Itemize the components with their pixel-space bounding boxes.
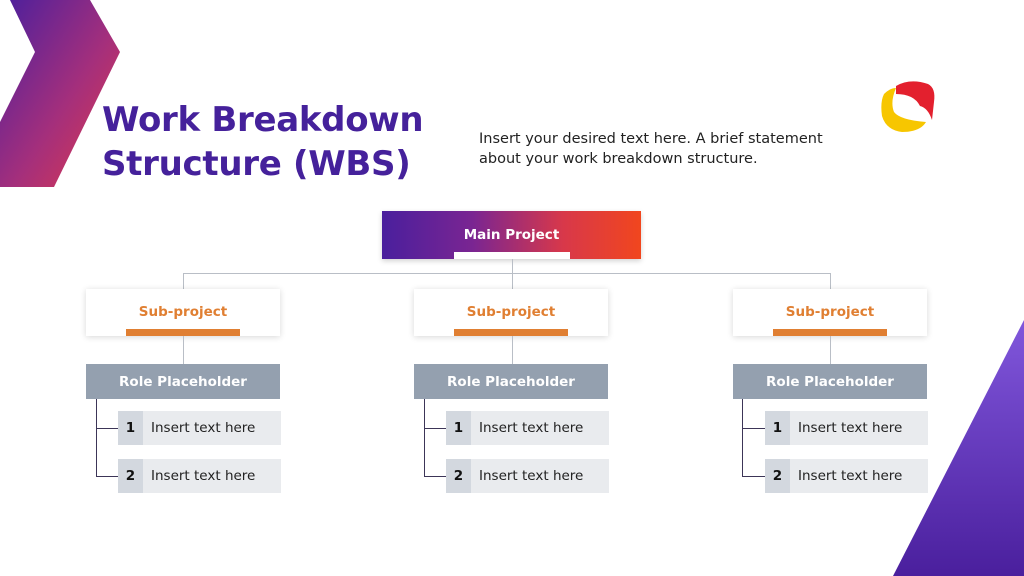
list-item[interactable]: 1 Insert text here bbox=[446, 411, 609, 445]
connector-items-vertical bbox=[742, 399, 743, 476]
triangle-decoration-icon bbox=[893, 320, 1024, 576]
subproject-box[interactable]: Sub-project bbox=[414, 289, 608, 336]
connector-items-vertical bbox=[96, 399, 97, 476]
role-box[interactable]: Role Placeholder bbox=[86, 364, 280, 399]
connector-left-drop bbox=[183, 273, 184, 289]
item-text: Insert text here bbox=[151, 468, 256, 484]
item-number: 1 bbox=[118, 411, 143, 445]
subproject-accent-bar bbox=[773, 329, 887, 336]
subproject-accent-bar bbox=[126, 329, 240, 336]
item-number: 1 bbox=[765, 411, 790, 445]
list-item[interactable]: 2 Insert text here bbox=[446, 459, 609, 493]
item-text: Insert text here bbox=[151, 420, 256, 436]
list-item[interactable]: 2 Insert text here bbox=[765, 459, 928, 493]
main-project-label: Main Project bbox=[463, 227, 560, 243]
connector-horizontal bbox=[183, 273, 831, 274]
connector-sub-role bbox=[830, 336, 831, 364]
list-item[interactable]: 1 Insert text here bbox=[118, 411, 281, 445]
connector-items-vertical bbox=[424, 399, 425, 476]
logo-icon bbox=[881, 81, 935, 132]
main-project-accent-bar bbox=[454, 252, 570, 259]
item-text: Insert text here bbox=[798, 468, 903, 484]
subproject-label: Sub-project bbox=[138, 304, 228, 320]
connector-item-2 bbox=[742, 476, 765, 477]
role-label: Role Placeholder bbox=[447, 373, 575, 390]
connector-item-1 bbox=[742, 428, 765, 429]
role-box[interactable]: Role Placeholder bbox=[414, 364, 608, 399]
item-number: 2 bbox=[118, 459, 143, 493]
subproject-label: Sub-project bbox=[785, 304, 875, 320]
role-label: Role Placeholder bbox=[119, 373, 247, 390]
subproject-label: Sub-project bbox=[466, 304, 556, 320]
connector-item-2 bbox=[96, 476, 118, 477]
list-item[interactable]: 2 Insert text here bbox=[118, 459, 281, 493]
connector-item-2 bbox=[424, 476, 446, 477]
main-project-box[interactable]: Main Project bbox=[382, 211, 641, 259]
role-label: Role Placeholder bbox=[766, 373, 894, 390]
item-text: Insert text here bbox=[798, 420, 903, 436]
item-number: 2 bbox=[446, 459, 471, 493]
chevron-decoration-icon bbox=[0, 0, 120, 187]
item-text: Insert text here bbox=[479, 468, 584, 484]
subproject-accent-bar bbox=[454, 329, 568, 336]
item-number: 2 bbox=[765, 459, 790, 493]
subproject-box[interactable]: Sub-project bbox=[86, 289, 280, 336]
connector-item-1 bbox=[424, 428, 446, 429]
slide-description: Insert your desired text here. A brief s… bbox=[479, 131, 823, 167]
list-item[interactable]: 1 Insert text here bbox=[765, 411, 928, 445]
connector-right-drop bbox=[830, 273, 831, 289]
connector-sub-role bbox=[512, 336, 513, 364]
subproject-box[interactable]: Sub-project bbox=[733, 289, 927, 336]
connector-main-vertical bbox=[512, 259, 513, 289]
item-text: Insert text here bbox=[479, 420, 584, 436]
item-number: 1 bbox=[446, 411, 471, 445]
connector-sub-role bbox=[183, 336, 184, 364]
slide-title: Work Breakdown Structure (WBS) bbox=[102, 100, 424, 184]
role-box[interactable]: Role Placeholder bbox=[733, 364, 927, 399]
connector-item-1 bbox=[96, 428, 118, 429]
